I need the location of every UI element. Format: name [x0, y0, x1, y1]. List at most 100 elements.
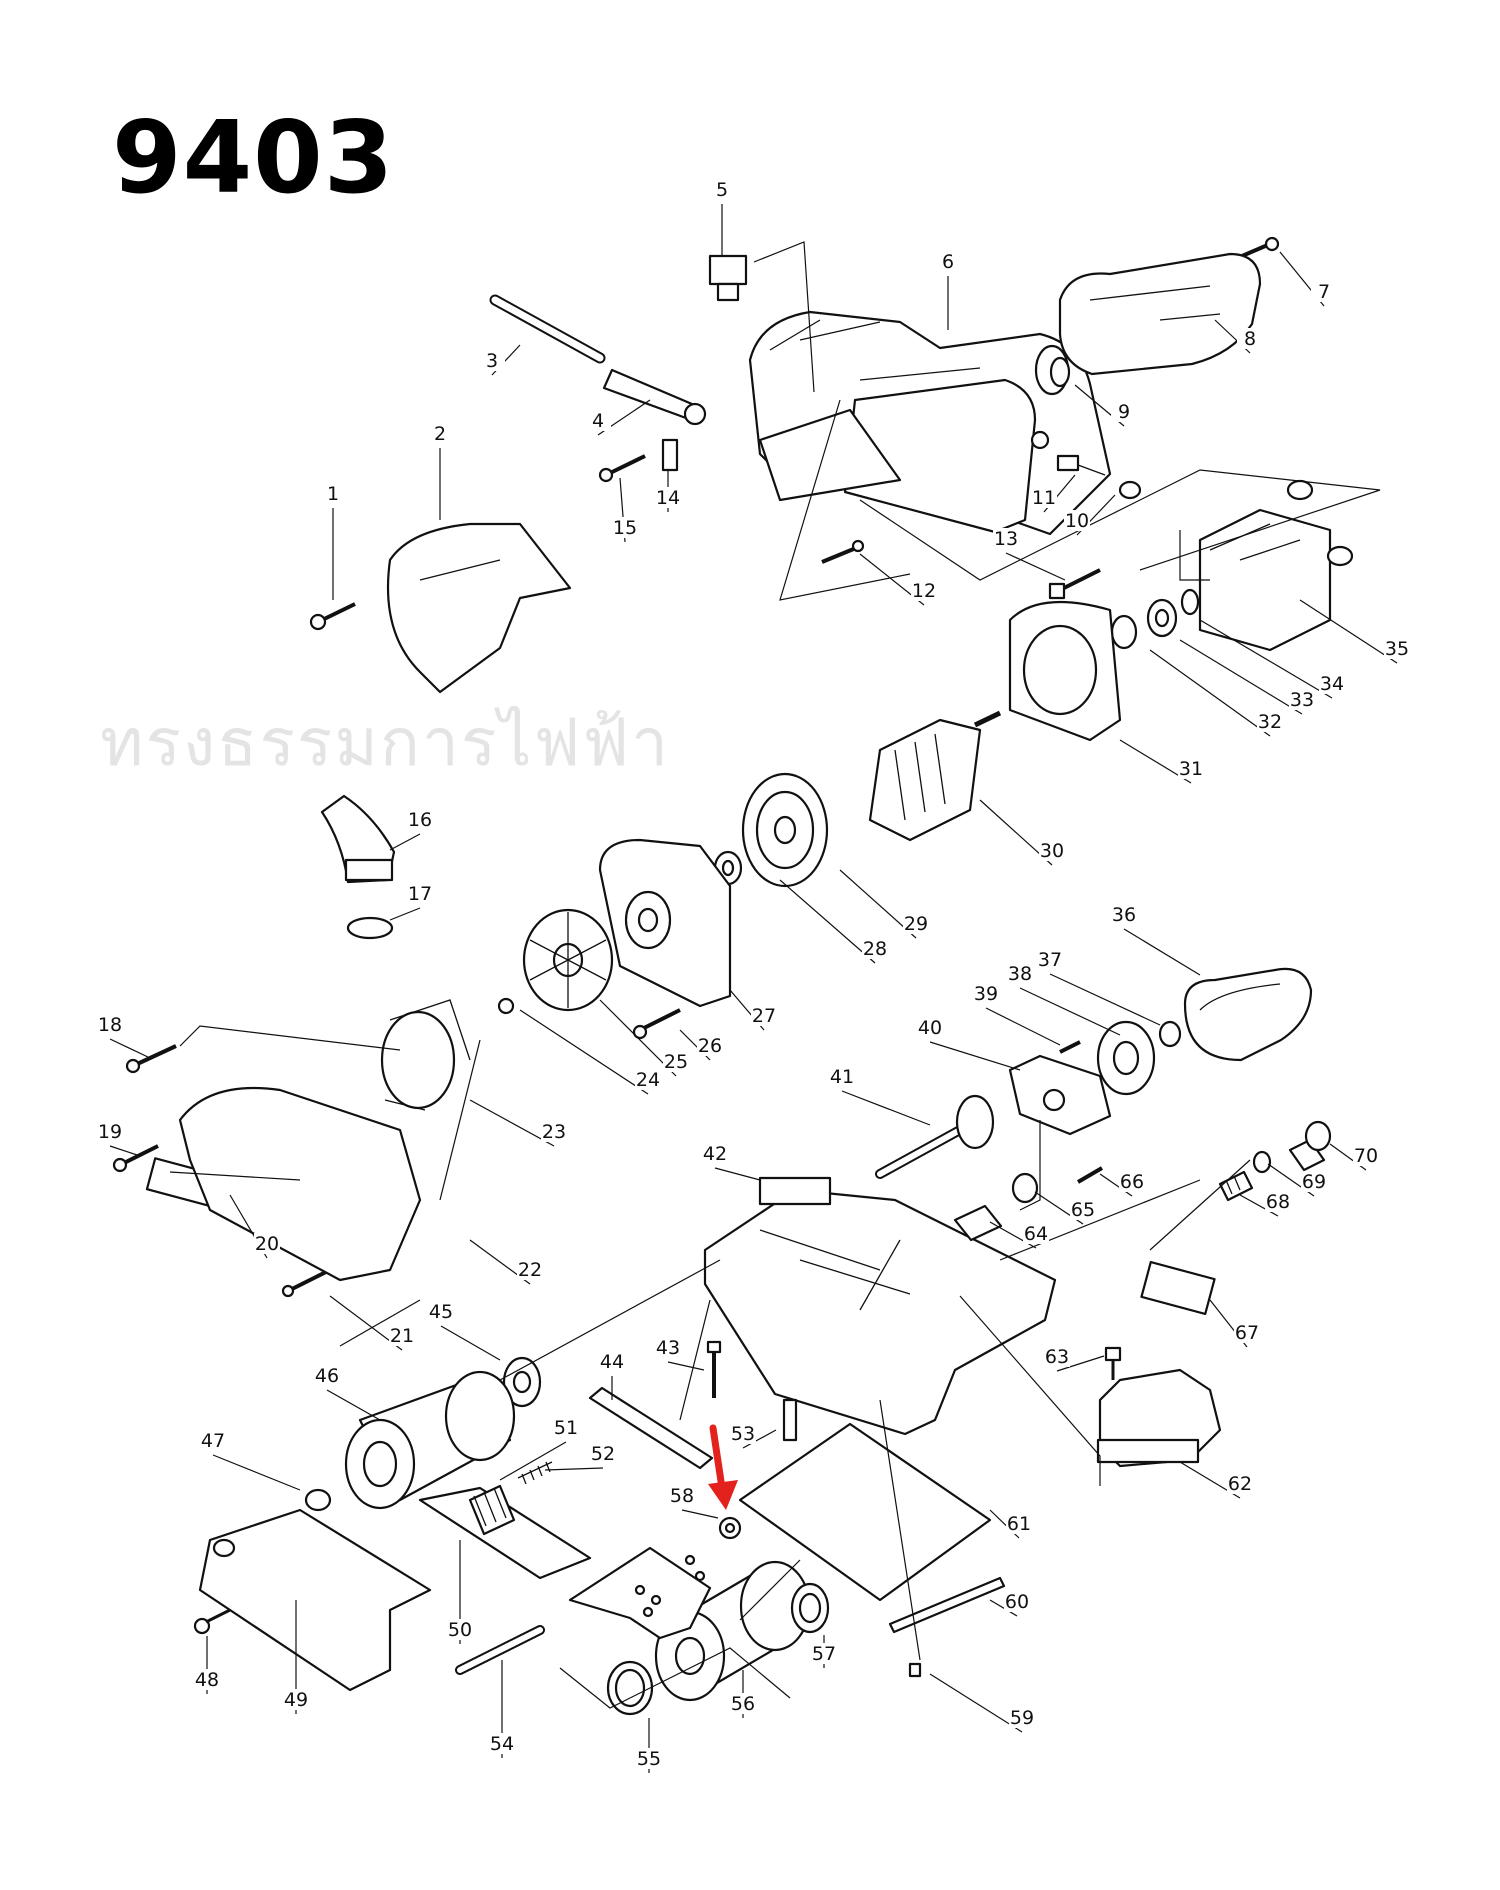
part-number-65: 65 — [1071, 1199, 1095, 1221]
part-number-7: 7 — [1318, 281, 1330, 303]
leader-line-17 — [389, 907, 421, 921]
part-shape-48 — [193, 1608, 231, 1635]
leader-line-63 — [1056, 1355, 1105, 1372]
part-shape-34 — [1180, 588, 1200, 616]
part-number-54: 54 — [490, 1733, 514, 1755]
label-bg-35 — [1384, 638, 1410, 659]
label-bg-68 — [1265, 1191, 1291, 1212]
part-shape-8 — [1058, 252, 1262, 376]
callout-62: 62 — [1179, 1461, 1253, 1499]
label-bg-39 — [973, 983, 999, 1004]
leader-line-40 — [929, 1041, 1021, 1071]
callout-56: 56 — [730, 1670, 756, 1718]
callout-34: 34 — [1199, 619, 1345, 699]
callout-43: 43 — [655, 1337, 705, 1371]
part-shape-27 — [598, 838, 732, 1008]
part-number-48: 48 — [195, 1669, 219, 1691]
leader-line-68 — [1239, 1194, 1279, 1217]
label-bg-67 — [1234, 1322, 1260, 1343]
leader-line-33 — [1179, 639, 1303, 715]
highlight-arrow-shaft — [709, 1424, 726, 1492]
callout-2: 2 — [427, 423, 453, 520]
label-bg-62 — [1227, 1473, 1253, 1494]
part-number-44: 44 — [600, 1351, 624, 1373]
callout-16: 16 — [389, 809, 433, 851]
part-shape-43 — [706, 1340, 722, 1398]
callout-54: 54 — [489, 1660, 515, 1758]
callout-58: 58 — [669, 1485, 719, 1519]
label-bg-25 — [663, 1051, 689, 1072]
callout-38: 38 — [1007, 963, 1121, 1036]
label-bg-70 — [1353, 1145, 1379, 1166]
label-bg-20 — [254, 1233, 280, 1254]
part-number-51: 51 — [554, 1417, 578, 1439]
label-bg-66 — [1119, 1171, 1145, 1192]
callout-63: 63 — [1044, 1346, 1105, 1372]
callout-5: 5 — [709, 179, 735, 256]
part-shape-44 — [588, 1386, 714, 1470]
part-shape-38 — [1096, 1020, 1156, 1096]
part-number-49: 49 — [284, 1689, 308, 1711]
label-bg-61 — [1006, 1513, 1032, 1534]
callout-47: 47 — [200, 1430, 301, 1491]
callout-61: 61 — [989, 1509, 1032, 1539]
label-bg-24 — [635, 1069, 661, 1090]
part-shape-6 — [748, 310, 1112, 536]
part-number-56: 56 — [731, 1693, 755, 1715]
leader-line-37 — [1049, 973, 1161, 1026]
leader-line-38 — [1019, 987, 1121, 1036]
part-number-61: 61 — [1007, 1513, 1031, 1535]
part-number-11: 11 — [1032, 487, 1056, 509]
callout-69: 69 — [1267, 1163, 1327, 1197]
part-shape-5 — [708, 254, 748, 302]
callout-29: 29 — [839, 869, 929, 939]
label-bg-44 — [599, 1351, 625, 1372]
part-number-32: 32 — [1258, 711, 1282, 733]
part-number-68: 68 — [1266, 1191, 1290, 1213]
callout-51: 51 — [499, 1417, 579, 1481]
part-number-3: 3 — [486, 350, 498, 372]
part-shape-21 — [281, 1268, 331, 1298]
callout-30: 30 — [979, 799, 1065, 866]
leader-line-53 — [742, 1429, 777, 1449]
leader-line-23 — [469, 1099, 555, 1147]
callout-11: 11 — [1031, 474, 1076, 513]
callout-64: 64 — [989, 1221, 1049, 1249]
label-bg-34 — [1319, 673, 1345, 694]
part-number-55: 55 — [637, 1748, 661, 1770]
label-bg-18 — [97, 1014, 123, 1035]
part-number-23: 23 — [542, 1121, 566, 1143]
label-bg-52 — [590, 1443, 616, 1464]
leader-line-43 — [667, 1361, 705, 1371]
leader-line-66 — [1099, 1173, 1133, 1197]
part-shape-37 — [1158, 1020, 1182, 1048]
callout-6: 6 — [935, 251, 961, 330]
callout-24: 24 — [519, 1009, 661, 1095]
part-shape-64 — [953, 1204, 1003, 1242]
label-bg-36 — [1111, 904, 1137, 925]
part-shape-58 — [718, 1516, 742, 1540]
label-bg-53 — [730, 1423, 756, 1444]
part-number-60: 60 — [1005, 1591, 1029, 1613]
part-shape-42 — [703, 1176, 1057, 1436]
callout-52: 52 — [544, 1443, 616, 1471]
part-shape-56 — [654, 1560, 811, 1702]
part-number-9: 9 — [1118, 401, 1130, 423]
part-shape-68 — [1218, 1170, 1254, 1202]
highlight-arrow-head — [708, 1480, 738, 1510]
label-bg-45 — [428, 1301, 454, 1322]
leader-line-35 — [1299, 599, 1398, 664]
part-shape-10 — [1118, 480, 1142, 500]
label-bg-38 — [1007, 963, 1033, 984]
label-bg-50 — [447, 1619, 473, 1640]
label-bg-19 — [97, 1121, 123, 1142]
callout-19: 19 — [97, 1121, 141, 1157]
callout-59: 59 — [929, 1673, 1035, 1733]
label-bg-29 — [903, 913, 929, 934]
label-bg-65 — [1070, 1199, 1096, 1220]
part-shape-9 — [1034, 344, 1071, 396]
part-number-4: 4 — [592, 410, 604, 432]
part-number-21: 21 — [390, 1325, 414, 1347]
callout-68: 68 — [1239, 1191, 1291, 1217]
